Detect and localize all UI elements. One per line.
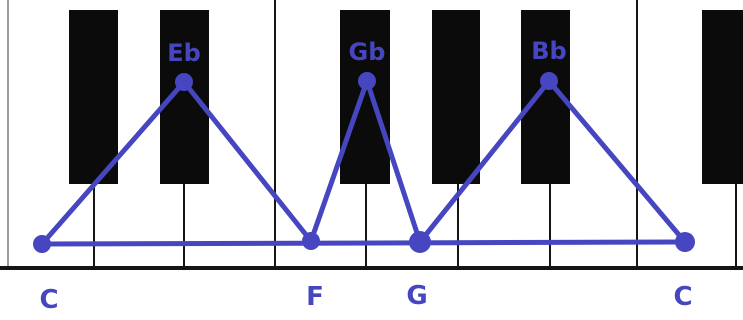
black-key-e-flat bbox=[160, 10, 209, 184]
point-c-lower bbox=[33, 235, 51, 253]
point-g bbox=[409, 231, 431, 253]
point-e-flat bbox=[175, 73, 193, 91]
connector-f-to-g-flat bbox=[308, 78, 370, 244]
black-key-c-sharp bbox=[69, 10, 118, 184]
label-g-flat: Gb bbox=[349, 38, 386, 66]
point-b-flat bbox=[540, 72, 558, 90]
point-f bbox=[302, 232, 320, 250]
black-key-a-flat bbox=[432, 10, 480, 184]
label-f: F bbox=[306, 282, 324, 312]
label-b-flat: Bb bbox=[531, 37, 566, 65]
point-g-flat bbox=[358, 72, 376, 90]
connector-b-flat-to-c bbox=[546, 78, 688, 245]
label-c-upper: C bbox=[673, 282, 692, 312]
black-key-g-flat bbox=[340, 10, 390, 184]
point-c-upper bbox=[675, 232, 695, 252]
connector-g-flat-to-g bbox=[364, 78, 423, 245]
connector-baseline-c-to-c bbox=[39, 239, 688, 247]
label-e-flat: Eb bbox=[167, 39, 201, 67]
label-c-lower: C bbox=[39, 285, 58, 315]
label-g: G bbox=[406, 281, 427, 311]
connector-e-flat-to-f bbox=[181, 79, 314, 244]
connector-g-to-b-flat bbox=[417, 78, 552, 245]
black-key-next-c-sharp bbox=[702, 10, 743, 184]
connector-c-to-e-flat bbox=[39, 79, 187, 247]
